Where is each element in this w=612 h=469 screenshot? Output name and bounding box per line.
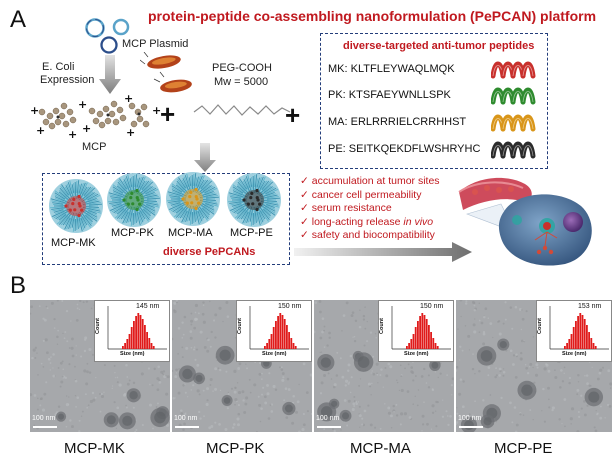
check-icon: ✓ [300,175,309,187]
tem-image-pe: 100 nm 153 nm Size (nm) Count [456,300,612,432]
histogram-ylabel: Count [536,318,543,334]
histogram-xlabel: Size (nm) [562,351,587,357]
size-histogram-inset: 145 nm Size (nm) Count [94,300,170,362]
nanoparticle-icon-pe [227,173,281,227]
advantage-item: ✓ accumulation at tumor sites [300,175,440,187]
tem-label-pk: MCP-PK [206,440,265,457]
tem-label-ma: MCP-MA [350,440,411,457]
svg-text:+: + [68,128,77,141]
histogram-xlabel: Size (nm) [262,351,287,357]
helix-icon-ma [491,114,536,132]
peptide-sequence: KLTFLEYWAQLMQK [350,63,455,75]
peptide-sequence: KTSFAEYWNLLSPK [348,89,451,101]
panel-a-letter: A [10,6,27,33]
tem-label-pe: MCP-PE [494,440,553,457]
peptides-box: diverse-targeted anti-tumor peptides MK:… [320,33,548,169]
pepcans-box: MCP-MK MCP-PK MCP-MA MCP-PE diverse PePC… [42,172,290,265]
nanoparticle-icon-pk [107,173,161,227]
size-histogram-inset: 153 nm Size (nm) Count [536,300,612,362]
size-value-label: 145 nm [136,303,160,310]
delivery-arrow [294,242,472,262]
histogram-ylabel: Count [378,318,385,334]
scale-bar-label: 100 nm [316,415,340,422]
plasmid-icon [85,18,130,54]
scale-bar-label: 100 nm [458,415,482,422]
peptide-row-pe: PE: SEITKQEKDFLWSHRYHC [328,143,480,155]
tem-image-ma: 100 nm 150 nm Size (nm) Count [314,300,454,432]
expression-label-2: Expression [40,74,95,86]
peg-chain-icon [193,104,291,116]
advantage-item: ✓ safety and biocompatibility [300,229,435,241]
svg-text:+: + [152,104,161,117]
advantages-list: ✓ accumulation at tumor sites ✓ cancer c… [300,175,440,243]
histogram-ylabel: Count [236,318,243,334]
nanoparticle-label-pk: MCP-PK [111,227,154,239]
plus-sign-2: + [285,100,301,130]
size-histogram-inset: 150 nm Size (nm) Count [236,300,312,362]
svg-text:+: + [78,98,87,111]
panel-b-letter: B [10,272,27,299]
scale-bar-label: 100 nm [174,415,198,422]
svg-text:+: + [126,126,135,139]
svg-text:+: + [30,104,39,117]
peptide-row-ma: MA: ERLRRRIELCRRHHST [328,116,466,128]
platform-title: protein-peptide co-assembling nanoformul… [148,8,597,24]
nanoparticle-icon-ma [166,172,220,226]
advantage-item: ✓ long-acting release in vivo [300,215,434,228]
nanoparticle-label-pe: MCP-PE [230,227,273,239]
svg-text:+: + [82,122,91,135]
size-value-label: 150 nm [278,303,302,310]
svg-text:+: + [36,124,45,137]
tem-panels: 100 nm 145 nm Size (nm) Count 100 nm 150 nm S… [30,300,612,432]
advantage-item: ✓ cancer cell permeability [300,188,422,201]
expression-label-1: E. Coli [42,61,75,73]
helix-icon-mk [491,61,536,79]
advantage-item: ✓ serum resistance [300,202,392,214]
check-icon: ✓ [300,215,309,228]
nanoparticle-label-ma: MCP-MA [168,227,213,239]
peptide-row-pk: PK: KTSFAEYWNLLSPK [328,89,451,101]
helix-icon-pe [491,141,536,159]
peptide-code: PE: [328,143,346,155]
histogram-xlabel: Size (nm) [404,351,429,357]
tumor-cell-icon [458,177,592,266]
peptides-title: diverse-targeted anti-tumor peptides [343,40,535,52]
tem-label-mk: MCP-MK [64,440,125,457]
check-icon: ✓ [300,229,309,241]
peptide-sequence: SEITKQEKDFLWSHRYHC [348,143,481,155]
pepcans-label: diverse PePCANs [163,246,256,258]
peptide-code: MA: [328,116,348,128]
mw-label: Mw = 5000 [214,76,269,88]
check-icon: ✓ [300,188,309,201]
tem-image-pk: 100 nm 150 nm Size (nm) Count [172,300,312,432]
tem-image-mk: 100 nm 145 nm Size (nm) Count [30,300,170,432]
plus-sign-1: + [160,99,176,129]
nanoparticle-icon-mk [49,179,103,233]
peptide-row-mk: MK: KLTFLEYWAQLMQK [328,63,455,75]
peptide-code: MK: [328,63,348,75]
check-icon: ✓ [300,202,309,214]
histogram-xlabel: Size (nm) [120,351,145,357]
scale-bar-label: 100 nm [32,415,56,422]
bacteria-icon [140,52,192,93]
mcp-label: MCP [82,141,107,153]
svg-text:+: + [124,94,133,105]
size-value-label: 150 nm [420,303,444,310]
assembly-arrow [194,143,216,172]
size-histogram-inset: 150 nm Size (nm) Count [378,300,454,362]
plasmid-label: MCP Plasmid [122,38,189,50]
histogram-ylabel: Count [94,318,101,334]
mcp-structure-icon: + + + + + + + + [30,94,161,141]
peptide-sequence: ERLRRRIELCRRHHST [350,116,467,128]
helix-icon-pk [491,87,536,105]
peg-label: PEG-COOH [212,62,272,74]
size-value-label: 153 nm [578,303,602,310]
expression-arrow [99,55,121,94]
nanoparticle-label-mk: MCP-MK [51,237,96,249]
peptide-code: PK: [328,89,346,101]
